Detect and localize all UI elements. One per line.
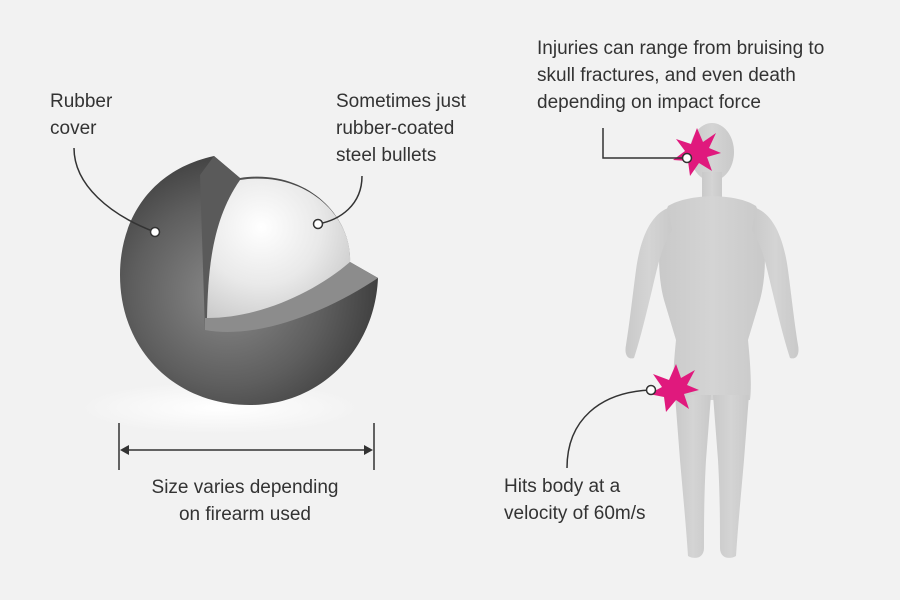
callout-line-steel-core [317, 175, 363, 225]
impact-star-icon [673, 128, 721, 176]
label-line: rubber-coated [336, 118, 455, 139]
callout-line-rubber-cover [73, 147, 156, 233]
callout-dot-icon [149, 226, 161, 238]
human-body-silhouette [625, 123, 799, 558]
callout-line-injuries [602, 128, 687, 159]
label-steel-core: Sometimes just rubber-coated steel bulle… [336, 88, 466, 169]
callout-line-hits [566, 389, 652, 469]
label-line: on firearm used [178, 504, 311, 525]
label-line: skull fractures, and even death [537, 65, 796, 86]
label-line: Injuries can range from bruising to [537, 38, 825, 59]
steel-core [207, 178, 351, 318]
label-line: Size varies depending [151, 477, 339, 498]
label-line: velocity of 60m/s [504, 503, 646, 524]
label-size: Size varies depending on firearm used [130, 474, 360, 528]
label-injuries: Injuries can range from bruising to skul… [537, 35, 824, 116]
impact-star-icon [649, 364, 699, 412]
label-line: Hits body at a [504, 476, 621, 497]
label-line: steel bullets [336, 145, 437, 166]
label-line: Rubber [50, 91, 113, 112]
label-line: depending on impact force [537, 92, 761, 113]
label-hits-body: Hits body at a velocity of 60m/s [504, 473, 646, 527]
label-rubber-cover: Rubber cover [50, 88, 112, 142]
label-line: cover [50, 118, 97, 139]
callout-dot-icon [645, 384, 657, 396]
size-dimension-marker [118, 423, 375, 470]
callout-dot-icon [312, 218, 324, 230]
rubber-bullet-illustration [120, 156, 378, 405]
callout-dot-icon [681, 152, 693, 164]
label-line: Sometimes just [336, 91, 466, 112]
